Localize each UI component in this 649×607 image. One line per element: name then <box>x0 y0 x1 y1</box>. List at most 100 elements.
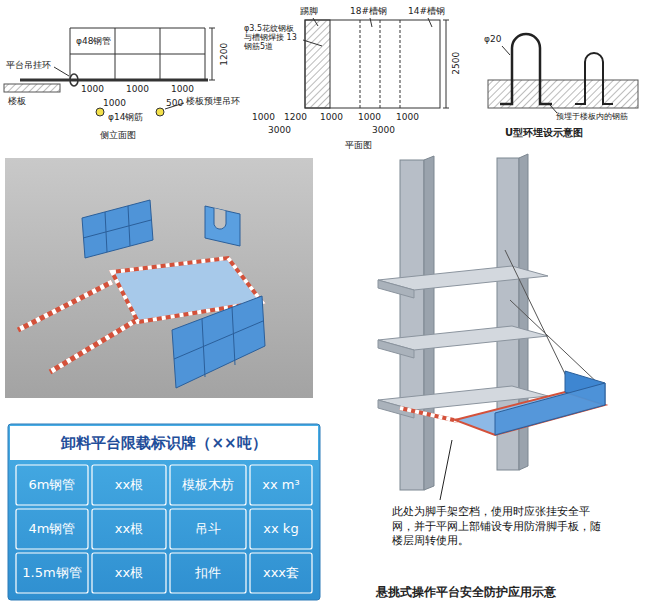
sign-title-band <box>10 426 318 460</box>
column <box>400 160 424 490</box>
dimension-label: 500 <box>166 98 183 108</box>
side-panel <box>205 206 240 246</box>
table-cell-text: xx根 <box>90 464 168 506</box>
dimension-label: 1000 <box>171 84 194 94</box>
floor-slab <box>4 84 60 92</box>
panel-grid <box>83 206 151 252</box>
beam-stripe <box>400 408 458 421</box>
dimension-line <box>446 20 447 108</box>
slab-edge <box>378 340 414 358</box>
render-ground <box>5 158 313 398</box>
dimension-label: 侧立面图 <box>100 130 136 140</box>
leader-line <box>550 105 557 113</box>
dimension-label: φ14钢筋 <box>108 112 143 122</box>
building-render <box>378 154 605 500</box>
embedded-ring <box>96 108 104 116</box>
note-text: 此处为脚手架空档，使用时应张挂安全平网，并于平网上部铺设专用防滑脚手板，随楼层周… <box>392 504 606 548</box>
dimension-label: 1000 <box>81 84 104 94</box>
post <box>70 28 71 80</box>
dimension-label: 1000 <box>103 98 126 108</box>
platform-beam <box>20 79 208 82</box>
load-sign <box>8 424 320 600</box>
table-cell-text: xxx套 <box>248 552 314 594</box>
panel-notch <box>214 208 226 229</box>
dimension-tick <box>209 28 215 29</box>
dimension-tick <box>443 108 449 109</box>
dimension-tick <box>209 80 215 81</box>
dimension-label: 1000 <box>320 112 343 122</box>
dimension-label: 踢脚 <box>300 6 318 16</box>
u-ring <box>500 34 552 104</box>
leader-line <box>313 18 318 26</box>
dimension-label: 1200 <box>284 112 307 122</box>
post <box>115 28 116 80</box>
dimension-label: 3000 <box>268 125 291 135</box>
mid-rail <box>70 54 205 55</box>
table-cell-text: 模板木枋 <box>168 464 248 506</box>
u-ring <box>575 53 613 104</box>
kick-plate-zone <box>305 20 330 108</box>
table-cell-text: xx kg <box>248 508 314 550</box>
dimension-label: 1000 <box>396 112 419 122</box>
panel-grid <box>174 307 263 377</box>
back-panel <box>82 200 153 258</box>
front-panel <box>172 296 265 388</box>
dimension-label: 1000 <box>358 112 381 122</box>
sign-title-text: 卸料平台限载标识牌（××吨） <box>61 434 266 453</box>
slab <box>378 326 548 350</box>
beam-stripe <box>50 318 140 372</box>
dimension-label: 14#槽钢 <box>408 6 445 16</box>
post <box>160 28 161 80</box>
beam <box>50 318 140 372</box>
dimension-label: 3000 <box>372 125 395 135</box>
dimension-label: φ48钢管 <box>76 36 111 46</box>
slab-edge <box>378 280 414 298</box>
figure-caption: 悬挑式操作平台安全防护应用示意 <box>376 586 556 600</box>
side-elevation <box>4 28 215 116</box>
beam <box>18 282 112 330</box>
table-cell-text: 1.5m钢管 <box>14 552 90 594</box>
dimension-label: φ20 <box>484 34 501 44</box>
dimension-tick <box>443 20 449 21</box>
dimension-label: 2500 <box>451 52 461 75</box>
dimension-label: 1000 <box>126 84 149 94</box>
leader-line <box>440 440 452 500</box>
sign-title: 卸料平台限载标识牌（××吨） <box>10 426 318 460</box>
table-cell-text: 扣件 <box>168 552 248 594</box>
beam <box>400 408 458 421</box>
cable <box>505 250 566 376</box>
dimension-label: 1000 <box>252 112 275 122</box>
beam-stripe <box>18 282 112 330</box>
post <box>205 28 206 80</box>
dimension-label: φ3.5花纹钢板与槽钢焊接 13钢筋5道 <box>244 24 300 52</box>
dimension-label: 平面图 <box>345 140 372 150</box>
table-cell-text: xx m³ <box>248 464 314 506</box>
leader-line <box>370 18 372 27</box>
plan-view <box>303 18 449 108</box>
table-cell-text: xx根 <box>90 552 168 594</box>
dimension-label: 18#槽钢 <box>350 6 387 16</box>
channel-line <box>400 20 401 108</box>
table-cell-text: 吊斗 <box>168 508 248 550</box>
leader-line <box>502 46 510 55</box>
channel-line <box>380 20 381 108</box>
dimension-label: 预埋于楼板内的钢筋 <box>556 112 628 121</box>
platform-render <box>5 158 313 398</box>
dimension-label: 平台吊挂环 <box>6 60 51 70</box>
table-cell-text: 6m钢管 <box>14 464 90 506</box>
dimension-label: 楼板预埋吊环 <box>186 96 240 106</box>
table-cell-text: xx根 <box>90 508 168 550</box>
dimension-label: U型环埋设示意图 <box>505 127 583 139</box>
platform-outline <box>305 20 440 108</box>
leader-line <box>303 40 322 46</box>
platform-wall <box>495 383 605 435</box>
leader-line <box>54 67 69 76</box>
column-side <box>424 156 434 490</box>
table-cell-text: 4m钢管 <box>14 508 90 550</box>
dimension-label: 楼板 <box>8 96 26 106</box>
cable <box>510 300 603 388</box>
embedded-ring <box>156 108 164 116</box>
dimension-line <box>212 28 213 80</box>
sign-board <box>8 424 320 600</box>
